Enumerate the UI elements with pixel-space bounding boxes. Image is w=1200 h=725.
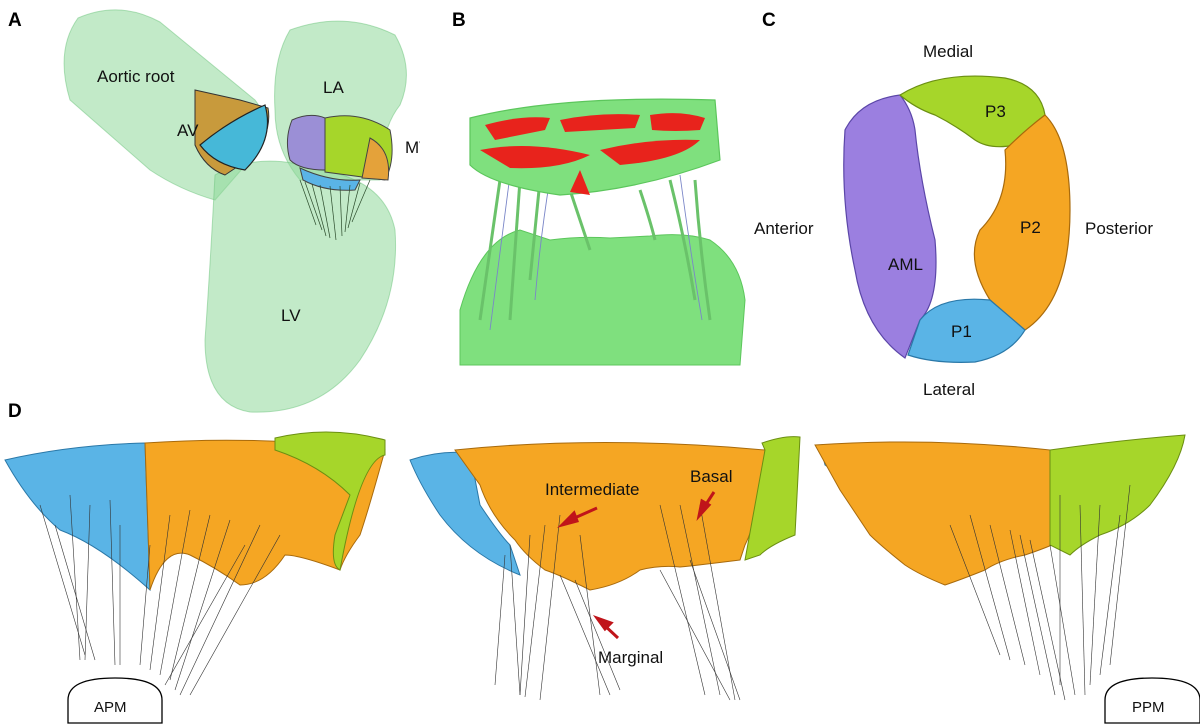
label-p3: P3 (985, 102, 1006, 121)
d2-chordae (494, 504, 741, 701)
d-view-left: APM (4, 431, 386, 724)
panel-c-letter: C (762, 10, 776, 31)
label-marginal: Marginal (598, 648, 663, 667)
label-anterior: Anterior (754, 219, 814, 238)
panel-b-letter: B (452, 10, 466, 31)
d2-p3-lime (744, 436, 801, 561)
d-view-middle: Intermediate Basal Marginal (409, 436, 801, 701)
panel-a-chordae (299, 179, 371, 241)
label-posterior: Posterior (1085, 219, 1153, 238)
label-lv: LV (281, 306, 301, 325)
label-p1: P1 (951, 322, 972, 341)
label-la: LA (323, 78, 344, 97)
d3-posterior-orange (814, 441, 1053, 586)
panel-b: B (452, 10, 746, 366)
apm-box (67, 677, 163, 724)
panel-d: D APM (4, 401, 1200, 724)
d1-chordae (39, 494, 281, 696)
label-av: AV (177, 121, 199, 140)
d1-p3-lime (274, 431, 386, 571)
p1-segment (907, 298, 1026, 363)
annotation-arrows (556, 491, 716, 640)
d-view-right: PPM (814, 434, 1200, 724)
mitral-valve-anterior (286, 114, 326, 171)
label-apm: APM (94, 699, 127, 716)
label-intermediate: Intermediate (545, 480, 640, 499)
mitral-valve-p1 (299, 167, 361, 191)
label-mv: MV (405, 138, 420, 157)
panel-a-letter: A (8, 10, 22, 31)
left-ventricle-shape (204, 160, 397, 413)
panel-c: C Medial Lateral Anterior Posterior P3 P… (754, 10, 1153, 399)
label-aml: AML (888, 255, 923, 274)
label-lateral: Lateral (923, 380, 975, 399)
d2-posterior-orange (454, 442, 766, 591)
panel-a: A Aortic root AV LA MV LV (8, 9, 420, 413)
aortic-valve-leaflet (199, 104, 269, 171)
label-ppm: PPM (1132, 699, 1165, 716)
aml-segment (843, 94, 937, 359)
p2-segment (973, 114, 1071, 331)
label-medial: Medial (923, 42, 973, 61)
mitral-valve-p2 (361, 137, 390, 181)
label-basal: Basal (690, 467, 733, 486)
panel-d-letter: D (8, 401, 22, 422)
d3-chordae (949, 484, 1131, 701)
d1-p1-blue (4, 442, 151, 592)
d3-p3-lime (1049, 434, 1186, 556)
contact-region (480, 113, 705, 195)
ppm-box (1104, 677, 1200, 724)
label-p2: P2 (1020, 218, 1041, 237)
panel-b-chordae (478, 179, 712, 321)
label-aortic-root: Aortic root (97, 67, 175, 86)
